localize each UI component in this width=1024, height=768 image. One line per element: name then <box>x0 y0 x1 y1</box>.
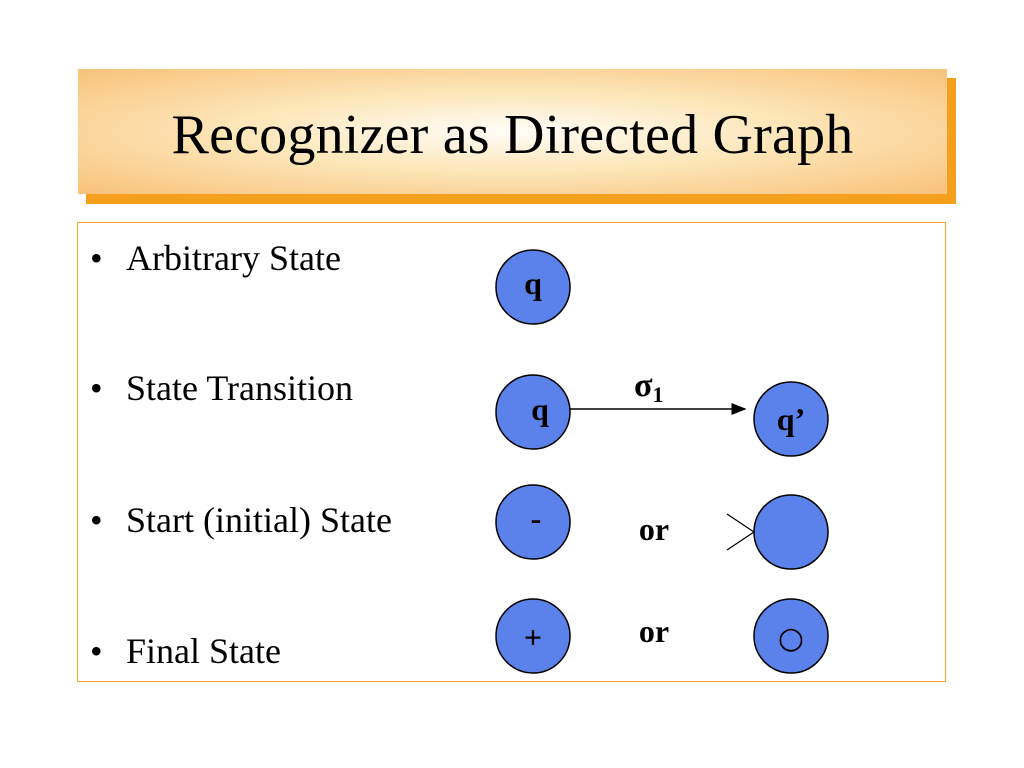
bullet-label: Final State <box>126 631 281 671</box>
start-state-node <box>495 484 571 560</box>
bullet-arbitrary-state: • Arbitrary State <box>90 237 341 279</box>
arbitrary-state-node <box>495 249 571 325</box>
bullet-label: State Transition <box>126 368 354 408</box>
bullet-start-state: • Start (initial) State <box>90 499 392 541</box>
bullet-label: Arbitrary State <box>126 238 341 278</box>
title-banner: Recognizer as Directed Graph <box>78 69 947 194</box>
final-state-alt-node <box>753 598 829 674</box>
transition-source-node <box>495 374 571 450</box>
transition-symbol-label: σ1 <box>634 367 664 407</box>
transition-subscript: 1 <box>653 382 664 407</box>
start-state-label: - <box>531 500 542 536</box>
final-state-alt-symbol: ○ <box>778 621 804 656</box>
start-arrow-icon <box>726 513 756 551</box>
start-or-label: or <box>639 511 669 547</box>
bullet-dot: • <box>90 238 103 278</box>
transition-target-label: q’ <box>777 401 805 437</box>
transition-target-node <box>753 381 829 457</box>
transition-source-label: q <box>531 391 549 427</box>
bullet-dot: • <box>90 631 103 671</box>
bullet-label: Start (initial) State <box>126 500 392 540</box>
bullet-dot: • <box>90 500 103 540</box>
final-state-label: + <box>524 619 542 655</box>
start-state-alt-node <box>753 494 829 570</box>
arbitrary-state-label: q <box>524 265 542 301</box>
bullet-dot: • <box>90 368 103 408</box>
content-frame <box>77 222 946 682</box>
bullet-final-state: • Final State <box>90 630 281 672</box>
final-or-label: or <box>639 613 669 649</box>
transition-symbol: σ <box>634 367 653 404</box>
final-state-node <box>495 598 571 674</box>
bullet-state-transition: • State Transition <box>90 367 353 409</box>
slide-title: Recognizer as Directed Graph <box>171 103 854 166</box>
